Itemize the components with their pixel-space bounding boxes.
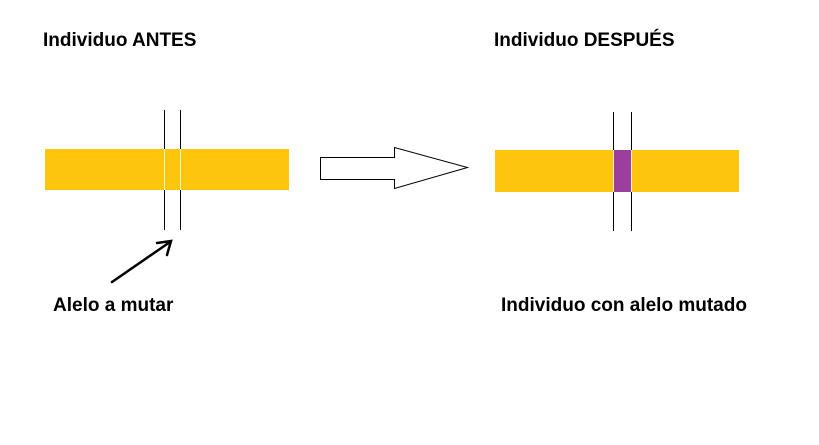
caption-mutated-individual: Individuo con alelo mutado	[501, 295, 747, 316]
title-after: Individuo DESPUÉS	[494, 30, 675, 51]
title-before: Individuo ANTES	[43, 30, 197, 51]
caption-allele-to-mutate: Alelo a mutar	[53, 295, 174, 316]
mutated-allele-segment	[614, 150, 631, 192]
individual-after	[495, 112, 739, 231]
chromosome-bar-before	[45, 149, 289, 190]
pointer-arrow-icon	[110, 239, 173, 284]
right-arrow-icon	[320, 146, 470, 190]
individual-before	[45, 110, 289, 230]
